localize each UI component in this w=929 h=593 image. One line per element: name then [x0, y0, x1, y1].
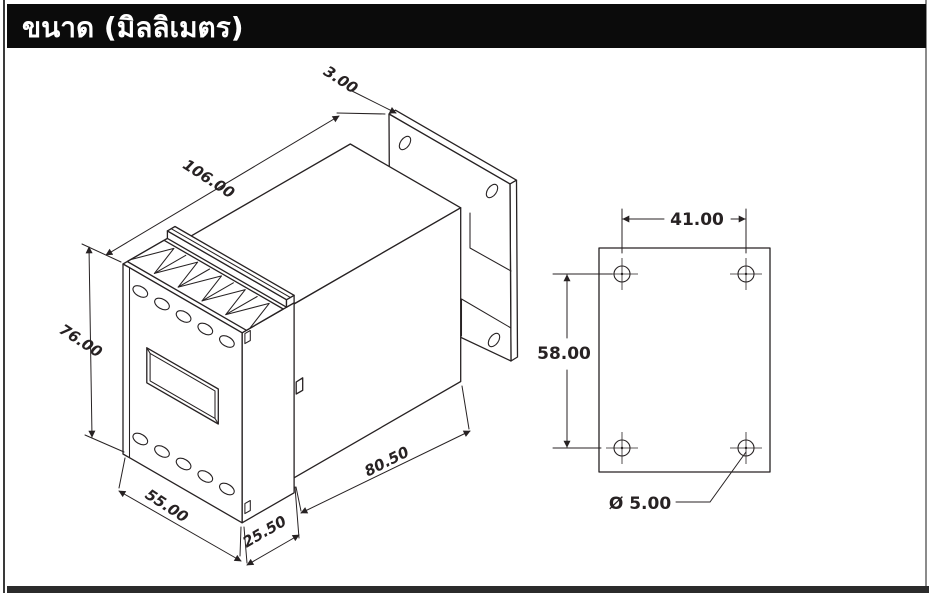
terminal-divider	[225, 295, 258, 316]
dimension-line	[300, 430, 471, 514]
side-latch-detail	[244, 499, 251, 515]
terminal-screw-hole	[197, 470, 214, 483]
terminal-screw-hole	[154, 297, 170, 311]
rear-plate-view: 41.00 58.00 Ø 5.00	[537, 208, 771, 514]
terminal-screw-hole	[154, 445, 170, 458]
terminal-screw-hole	[175, 457, 192, 471]
leader-line	[675, 451, 747, 503]
plate-outline	[598, 247, 771, 473]
dimension-line	[118, 490, 242, 562]
terminal-zigzag	[130, 247, 270, 329]
dim-hole-diameter: Ø 5.00	[609, 451, 747, 514]
terminal-divider	[153, 254, 187, 274]
terminal-screw-hole	[175, 310, 192, 323]
hole-center	[620, 272, 624, 276]
extension-line	[336, 112, 386, 115]
terminal-divider	[177, 268, 211, 288]
isometric-view: 76.00 106.00 3.00 55.00 25.50 80.50	[56, 62, 519, 566]
terminal-screw-hole	[197, 322, 214, 336]
extension-line	[295, 385, 470, 512]
hole-center	[744, 446, 748, 450]
terminal-divider	[201, 282, 234, 302]
extension-line	[552, 273, 613, 449]
title-bar: ขนาด (มิลลิเมตร)	[7, 4, 926, 48]
plate-notch-details	[460, 212, 512, 337]
display-window-bevel	[146, 347, 219, 425]
dimension-line	[105, 115, 340, 256]
hole-center	[744, 272, 748, 276]
terminal-screw-hole	[132, 285, 149, 298]
plate-clip-edge	[460, 298, 512, 337]
terminal-screw-hole	[219, 335, 235, 348]
mounting-holes	[606, 258, 762, 464]
plate-hole	[485, 183, 499, 199]
terminal-screw-hole	[132, 432, 149, 446]
extension-line	[621, 208, 747, 254]
dim-label-hole-spacing-horizontal: 41.00	[670, 210, 724, 230]
dimension-line	[246, 534, 300, 566]
plate-notch-edge	[469, 212, 512, 272]
dim-hole-spacing-vertical: 58.00	[537, 273, 613, 449]
side-latch-detail	[244, 329, 251, 345]
plate-hole	[398, 135, 412, 151]
body-clip-detail	[295, 377, 304, 395]
page-title: ขนาด (มิลลิเมตร)	[22, 11, 244, 44]
bottom-section-divider	[7, 586, 929, 593]
dimension-line	[85, 246, 96, 438]
dim-hole-spacing-horizontal: 41.00	[621, 208, 747, 254]
leader-line	[351, 90, 397, 114]
dim-label-hole-diameter: Ø 5.00	[609, 494, 671, 514]
plate-hole	[487, 332, 501, 348]
hole-center	[620, 446, 624, 450]
front-bezel	[122, 225, 295, 524]
dim-label-hole-spacing-vertical: 58.00	[537, 344, 591, 364]
title-bar-background	[7, 4, 926, 48]
